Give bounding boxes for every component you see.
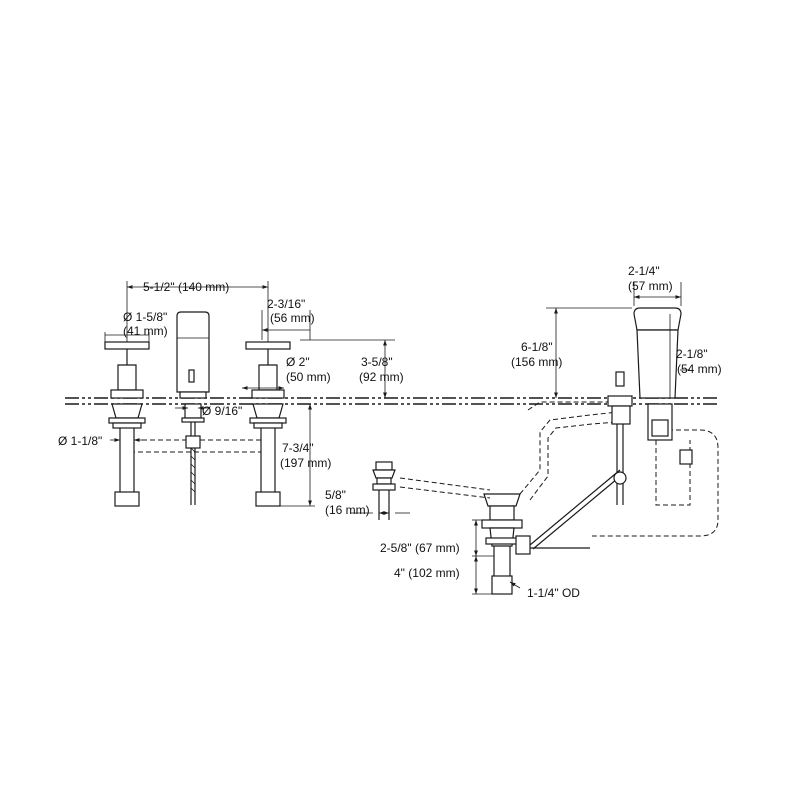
dim-right-width-mm: (57 mm)	[628, 279, 673, 293]
dim-drain-offset-mm: (16 mm)	[325, 503, 370, 517]
dim-spout-height-in: 3-5/8"	[361, 355, 393, 369]
pop-up-drain	[481, 469, 624, 595]
right-handle-valve	[245, 341, 291, 507]
dim-right-depth-mm: (54 mm)	[677, 362, 722, 376]
dim-outlet: 1-1/4" OD	[527, 586, 580, 600]
dim-right-height-in: 6-1/8"	[521, 340, 553, 354]
dim-handle-dia-in: Ø 1-5/8"	[123, 310, 168, 324]
dim-spout-dia-in: Ø 2"	[286, 355, 310, 369]
dim-spout-dia-mm: (50 mm)	[286, 370, 331, 384]
dim-shank-dia: Ø 1-1/8"	[58, 434, 103, 448]
dim-tailpiece: 4" (102 mm)	[394, 566, 460, 580]
dim-spread: 5-1/2" (140 mm)	[143, 280, 230, 294]
dim-hole-dia: Ø 9/16"	[202, 404, 243, 418]
dimension-lines	[104, 281, 690, 595]
dim-right-width-in: 2-1/4"	[628, 264, 660, 278]
drain-fitting	[372, 461, 396, 520]
dim-drain-offset-in: 5/8"	[325, 488, 346, 502]
right-spout	[607, 307, 693, 505]
left-handle-valve	[104, 341, 150, 507]
dim-right-depth-in: 2-1/8"	[676, 347, 708, 361]
dim-spout-height-mm: (92 mm)	[359, 370, 404, 384]
dim-spout-base-in: 2-3/16"	[267, 297, 306, 311]
dim-drain-body: 2-5/8" (67 mm)	[380, 541, 460, 555]
dim-below-deck-in: 7-3/4"	[282, 441, 314, 455]
dim-below-deck-mm: (197 mm)	[280, 456, 332, 470]
drain-piping	[399, 401, 719, 537]
center-spout	[176, 311, 210, 505]
dim-spout-base-mm: (56 mm)	[270, 311, 315, 325]
dim-handle-dia-mm: (41 mm)	[123, 324, 168, 338]
dim-right-height-mm: (156 mm)	[511, 355, 563, 369]
